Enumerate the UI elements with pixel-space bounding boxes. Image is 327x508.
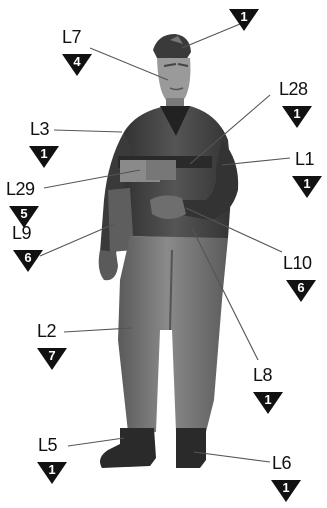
marker-L3: 1 — [29, 146, 59, 168]
right-boot — [176, 428, 206, 468]
leader-L5 — [68, 438, 124, 446]
label-L2: L2 — [37, 322, 56, 340]
left-hand — [99, 250, 118, 280]
marker-L5: 1 — [37, 462, 67, 484]
label-L10: L10 — [283, 254, 312, 272]
left-boot — [100, 428, 156, 468]
marker-top: 1 — [229, 9, 259, 31]
marker-L9: 6 — [13, 250, 43, 272]
right-hand — [150, 195, 186, 219]
label-L8: L8 — [253, 366, 272, 384]
marker-L2: 7 — [37, 348, 67, 370]
label-L7: L7 — [62, 28, 81, 46]
marker-L1: 1 — [292, 176, 322, 198]
marker-L8: 1 — [253, 392, 283, 414]
label-L5: L5 — [38, 436, 57, 454]
label-L3: L3 — [30, 120, 49, 138]
label-L29: L29 — [6, 180, 35, 198]
label-L1: L1 — [295, 150, 314, 168]
buckle-pouch — [146, 160, 176, 180]
marker-L7: 4 — [62, 54, 92, 76]
marker-L6: 1 — [271, 480, 301, 502]
trousers — [118, 236, 228, 432]
leader-L3 — [54, 130, 122, 132]
marker-L28: 1 — [282, 106, 312, 128]
label-L28: L28 — [279, 80, 308, 98]
label-L6: L6 — [272, 454, 291, 472]
marker-L10: 6 — [286, 280, 316, 302]
label-L9: L9 — [12, 224, 31, 242]
